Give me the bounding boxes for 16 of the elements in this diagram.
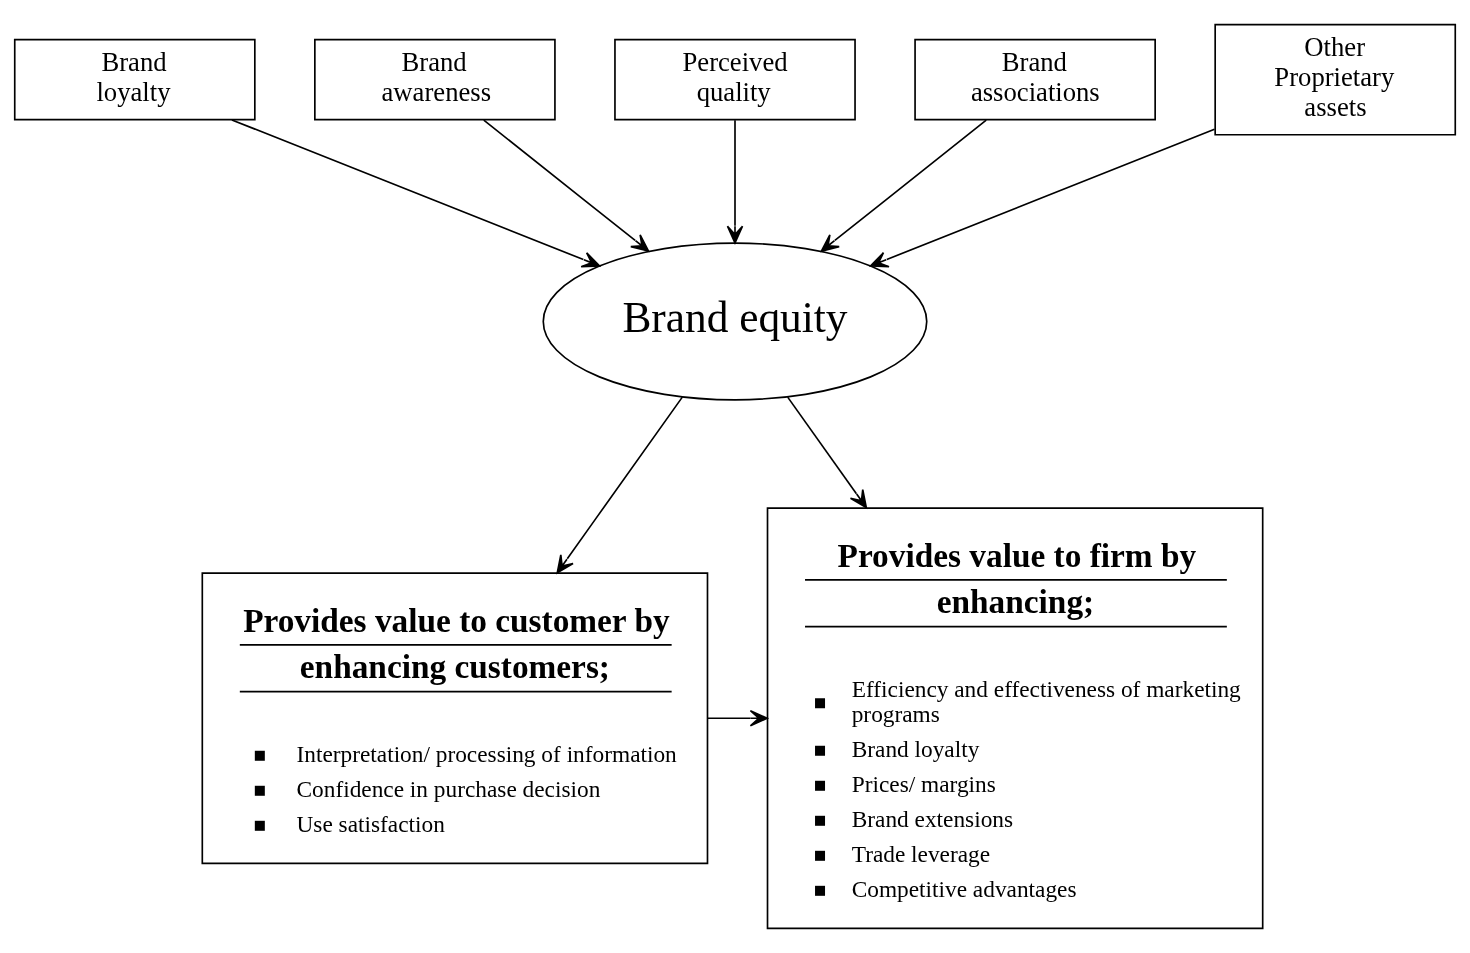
arrow	[706, 709, 768, 727]
arrow	[556, 396, 684, 574]
arrow	[820, 119, 988, 252]
node-box: Brand awareness	[314, 38, 556, 121]
arrow	[726, 119, 744, 244]
arrow	[482, 119, 650, 252]
node-box: Provides value to firm by enhancing; Efficiency and effectiveness of marketing programs Brand loyalty Prices/ margins Brand extensions Trade leverage Competitive advantages	[766, 507, 1264, 930]
node-box: Provides value to customer by enhancing customers; Interpretation/ processing of information Confidence in purchase decision Use satisfaction	[201, 572, 709, 865]
node-ellipse: Brand equity	[542, 242, 928, 401]
node-box: Brand loyalty	[13, 38, 256, 121]
node-box: Perceived quality	[614, 38, 856, 121]
node-box: Other Proprietary assets	[1214, 23, 1457, 136]
arrow	[786, 396, 868, 509]
arrow	[231, 119, 601, 268]
arrow	[869, 128, 1216, 268]
node-box: Brand associations	[914, 38, 1156, 121]
